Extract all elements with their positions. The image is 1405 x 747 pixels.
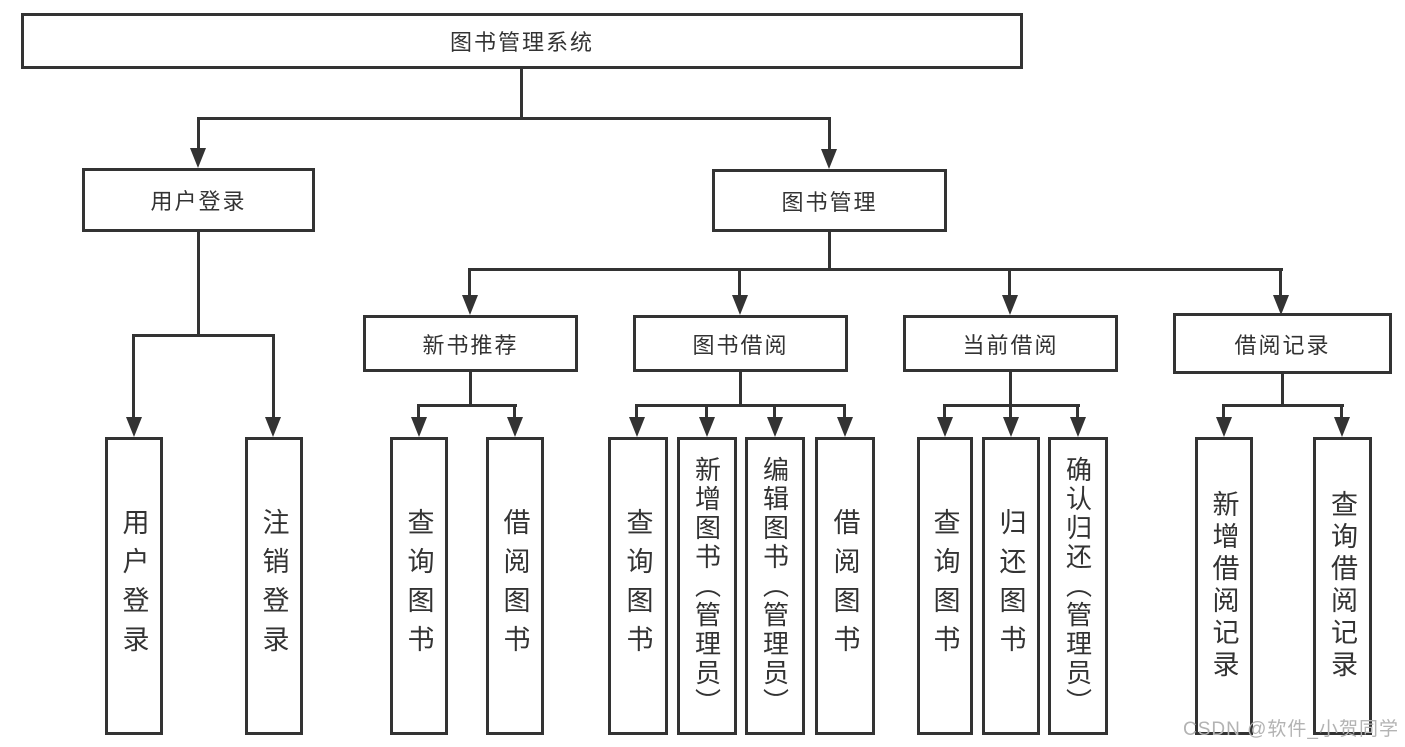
connector-line xyxy=(843,404,846,419)
node-book-borrow: 图书借阅 xyxy=(633,315,848,372)
node-label: 借阅记录 xyxy=(1234,332,1331,358)
csdn-watermark: CSDN @软件_小贺同学 xyxy=(1183,719,1399,740)
connector-line xyxy=(132,334,135,419)
connector-line xyxy=(513,404,516,419)
arrow-down-icon xyxy=(126,417,142,437)
arrow-down-icon xyxy=(1003,417,1019,437)
connector-line xyxy=(738,268,741,297)
node-label: 编辑图书（管理员） xyxy=(759,455,790,717)
node-label: 查询图书 xyxy=(929,508,960,664)
node-return-books: 归还图书 xyxy=(982,437,1040,735)
node-label: 用户登录 xyxy=(118,508,149,664)
node-borrow-books-recommend: 借阅图书 xyxy=(486,437,544,735)
node-confirm-return-admin: 确认归还（管理员） xyxy=(1048,437,1108,735)
node-current-borrow: 当前借阅 xyxy=(903,315,1118,372)
arrow-down-icon xyxy=(837,417,853,437)
arrow-down-icon xyxy=(462,295,478,315)
connector-line xyxy=(828,117,831,151)
connector-line xyxy=(1222,404,1225,419)
arrow-down-icon xyxy=(1216,417,1232,437)
node-label: 借阅图书 xyxy=(499,508,530,664)
node-label: 归还图书 xyxy=(995,508,1026,664)
node-library-system: 图书管理系统 xyxy=(21,13,1023,69)
arrow-down-icon xyxy=(265,417,281,437)
node-query-borrow-record: 查询借阅记录 xyxy=(1313,437,1372,735)
node-book-management: 图书管理 xyxy=(712,169,947,232)
connector-line xyxy=(1279,268,1282,297)
node-label: 确认归还（管理员） xyxy=(1062,455,1093,717)
connector-line xyxy=(635,404,638,419)
node-label: 新书推荐 xyxy=(422,332,519,358)
connector-line xyxy=(132,334,275,337)
arrow-down-icon xyxy=(1070,417,1086,437)
arrow-down-icon xyxy=(1334,417,1350,437)
node-label: 当前借阅 xyxy=(962,332,1059,358)
node-label: 注销登录 xyxy=(258,508,289,664)
connector-line xyxy=(197,232,200,336)
node-query-books-borrow: 查询图书 xyxy=(608,437,668,735)
arrow-down-icon xyxy=(732,295,748,315)
arrow-down-icon xyxy=(1002,295,1018,315)
arrow-down-icon xyxy=(629,417,645,437)
connector-line xyxy=(272,334,275,419)
connector-line xyxy=(417,404,420,419)
connector-line xyxy=(1008,268,1011,297)
connector-line xyxy=(705,404,708,419)
node-user-login: 用户登录 xyxy=(105,437,163,735)
connector-line xyxy=(739,372,742,406)
node-user-login-group: 用户登录 xyxy=(82,168,315,232)
connector-line xyxy=(1009,404,1012,419)
arrow-down-icon xyxy=(821,149,837,169)
connector-line xyxy=(468,268,1283,271)
arrow-down-icon xyxy=(767,417,783,437)
arrow-down-icon xyxy=(507,417,523,437)
node-label: 新增借阅记录 xyxy=(1208,490,1239,682)
arrow-down-icon xyxy=(190,148,206,168)
node-borrow-records: 借阅记录 xyxy=(1173,313,1392,374)
node-query-books-recommend: 查询图书 xyxy=(390,437,448,735)
connector-line xyxy=(520,69,523,119)
node-borrow-books: 借阅图书 xyxy=(815,437,875,735)
node-label: 新增图书（管理员） xyxy=(691,455,722,717)
connector-line xyxy=(635,404,846,407)
connector-line xyxy=(469,372,472,406)
connector-line xyxy=(417,404,517,407)
connector-line xyxy=(773,404,776,419)
arrow-down-icon xyxy=(699,417,715,437)
connector-line xyxy=(943,404,946,419)
connector-line xyxy=(197,117,200,150)
node-query-books-current: 查询图书 xyxy=(917,437,973,735)
connector-line xyxy=(828,232,831,271)
connector-line xyxy=(1340,404,1343,419)
node-add-books-admin: 新增图书（管理员） xyxy=(677,437,737,735)
node-label: 查询图书 xyxy=(622,508,653,664)
node-label: 用户登录 xyxy=(150,189,247,214)
connector-line xyxy=(1222,404,1344,407)
node-label: 图书管理系统 xyxy=(449,30,594,55)
connector-line xyxy=(1281,374,1284,406)
connector-line xyxy=(197,117,831,120)
arrow-down-icon xyxy=(937,417,953,437)
node-edit-books-admin: 编辑图书（管理员） xyxy=(745,437,805,735)
connector-line xyxy=(1009,372,1012,406)
node-label: 借阅图书 xyxy=(829,508,860,664)
node-label: 查询图书 xyxy=(403,508,434,664)
connector-line xyxy=(468,268,471,297)
arrow-down-icon xyxy=(1273,295,1289,315)
node-logout: 注销登录 xyxy=(245,437,303,735)
node-label: 查询借阅记录 xyxy=(1327,490,1357,682)
node-label: 图书管理 xyxy=(781,189,878,215)
connector-line xyxy=(1076,404,1079,419)
arrow-down-icon xyxy=(411,417,427,437)
node-new-book-recommend: 新书推荐 xyxy=(363,315,578,372)
node-add-borrow-record: 新增借阅记录 xyxy=(1195,437,1253,735)
node-label: 图书借阅 xyxy=(692,332,789,358)
